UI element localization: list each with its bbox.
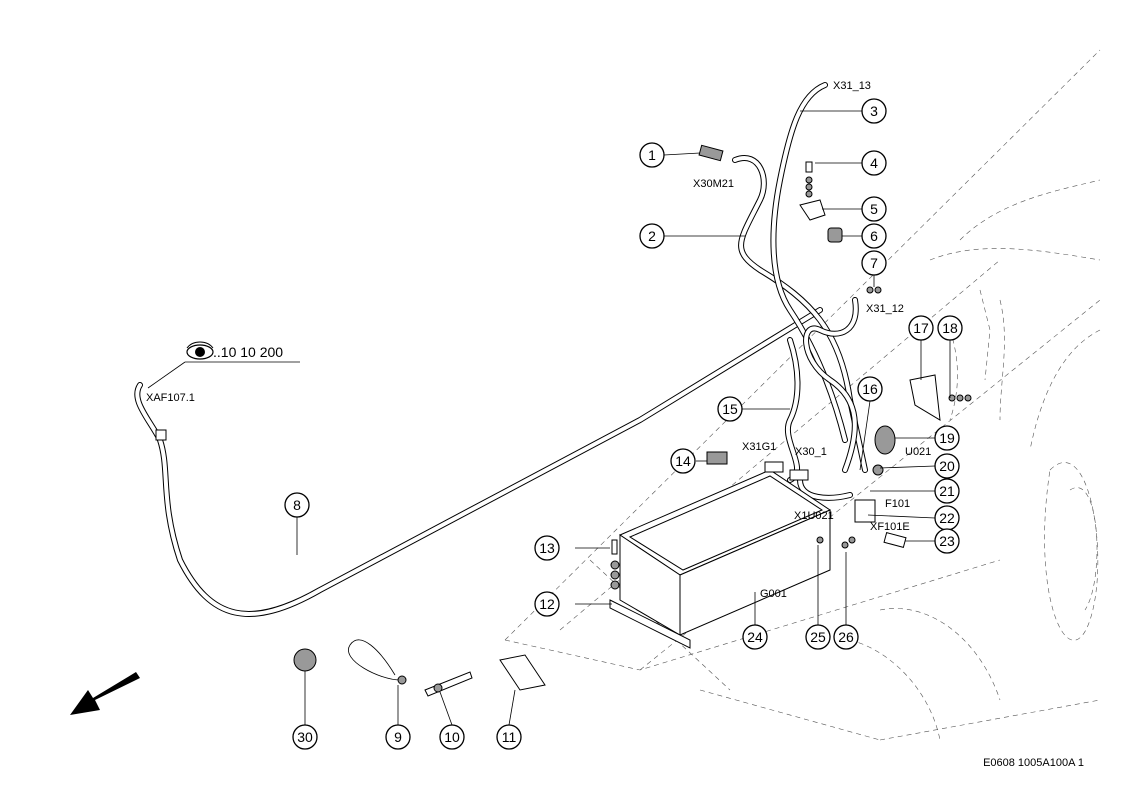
callout-20: 20 — [934, 453, 960, 479]
svg-text:26: 26 — [838, 629, 854, 645]
callout-24: 24 — [742, 624, 768, 650]
svg-text:21: 21 — [939, 483, 955, 499]
callout-26: 26 — [833, 624, 859, 650]
callout-30: 30 — [292, 724, 318, 750]
svg-text:11: 11 — [502, 729, 517, 745]
callout-12: 12 — [534, 591, 560, 617]
callout-7: 7 — [861, 250, 887, 276]
reference-group: ..10 10 200 — [147, 341, 300, 389]
svg-text:10: 10 — [444, 729, 460, 745]
cable-2 — [732, 155, 868, 473]
svg-text:22: 22 — [939, 510, 955, 526]
callout-2: 2 — [639, 223, 665, 249]
svg-text:20: 20 — [939, 458, 955, 474]
callout-18: 18 — [937, 315, 963, 341]
svg-text:4: 4 — [870, 155, 878, 171]
callout-11: 11 — [496, 724, 522, 750]
callout-13: 13 — [534, 535, 560, 561]
svg-text:17: 17 — [913, 320, 929, 336]
callout-15: 15 — [717, 396, 743, 422]
label-x31g1: X31G1 — [742, 441, 776, 453]
cable-loop — [803, 297, 859, 473]
leader-lines — [296, 110, 951, 726]
svg-text:6: 6 — [870, 228, 878, 244]
svg-text:19: 19 — [939, 430, 955, 446]
callout-23: 23 — [934, 528, 960, 554]
callout-21: 21 — [934, 478, 960, 504]
callout-9: 9 — [385, 724, 411, 750]
callout-17: 17 — [908, 315, 934, 341]
callout-3: 3 — [861, 98, 887, 124]
label-x1u021: X1U021 — [794, 510, 834, 522]
svg-text:9: 9 — [394, 729, 402, 745]
label-xaf107-1: XAF107.1 — [146, 392, 195, 404]
label-xf101e: XF101E — [870, 521, 910, 533]
callout-10: 10 — [439, 724, 465, 750]
svg-text:15: 15 — [722, 401, 738, 417]
svg-text:2: 2 — [648, 228, 656, 244]
label-x31-13: X31_13 — [833, 80, 871, 92]
cable-8 — [134, 307, 823, 617]
connector-labels: X31_13 X30M21 X31_12 XAF107.1 X31G1 X30_… — [146, 80, 931, 600]
label-x30-1: X30_1 — [795, 446, 827, 458]
label-g001: G001 — [760, 588, 787, 600]
callout-6: 6 — [861, 223, 887, 249]
svg-text:23: 23 — [939, 533, 955, 549]
svg-text:18: 18 — [942, 320, 958, 336]
tractor-outline — [504, 49, 1101, 741]
battery — [618, 461, 832, 636]
svg-text:3: 3 — [870, 103, 878, 119]
label-x30m21: X30M21 — [693, 178, 734, 190]
cable-3 — [770, 82, 848, 443]
callout-22: 22 — [934, 505, 960, 531]
label-x31-12: X31_12 — [866, 303, 904, 315]
label-f101: F101 — [885, 498, 910, 510]
eye-icon — [186, 341, 214, 360]
callout-16: 16 — [857, 376, 883, 402]
loose-parts — [293, 639, 546, 697]
svg-text:12: 12 — [539, 596, 555, 612]
svg-text:16: 16 — [862, 381, 878, 397]
svg-text:1: 1 — [648, 147, 656, 163]
label-u021: U021 — [905, 446, 931, 458]
small-parts — [610, 144, 972, 590]
svg-text:7: 7 — [870, 255, 878, 271]
drawing-code: E0608 1005A100A 1 — [983, 757, 1084, 769]
callout-14: 14 — [670, 448, 696, 474]
callout-19: 19 — [934, 425, 960, 451]
cable-21 — [797, 477, 853, 501]
svg-text:8: 8 — [293, 497, 301, 513]
svg-text:13: 13 — [539, 540, 555, 556]
callout-5: 5 — [861, 196, 887, 222]
svg-text:25: 25 — [810, 629, 826, 645]
cable-15 — [785, 337, 801, 483]
callout-4: 4 — [861, 150, 887, 176]
callout-25: 25 — [805, 624, 831, 650]
svg-text:5: 5 — [870, 201, 878, 217]
callout-1: 1 — [639, 142, 665, 168]
direction-arrow-icon — [70, 672, 140, 715]
reference-text: ..10 10 200 — [213, 344, 283, 360]
svg-text:14: 14 — [675, 453, 691, 469]
svg-text:24: 24 — [747, 629, 763, 645]
callout-8: 8 — [284, 492, 310, 518]
battery-bracket — [609, 599, 691, 649]
svg-text:30: 30 — [297, 729, 313, 745]
